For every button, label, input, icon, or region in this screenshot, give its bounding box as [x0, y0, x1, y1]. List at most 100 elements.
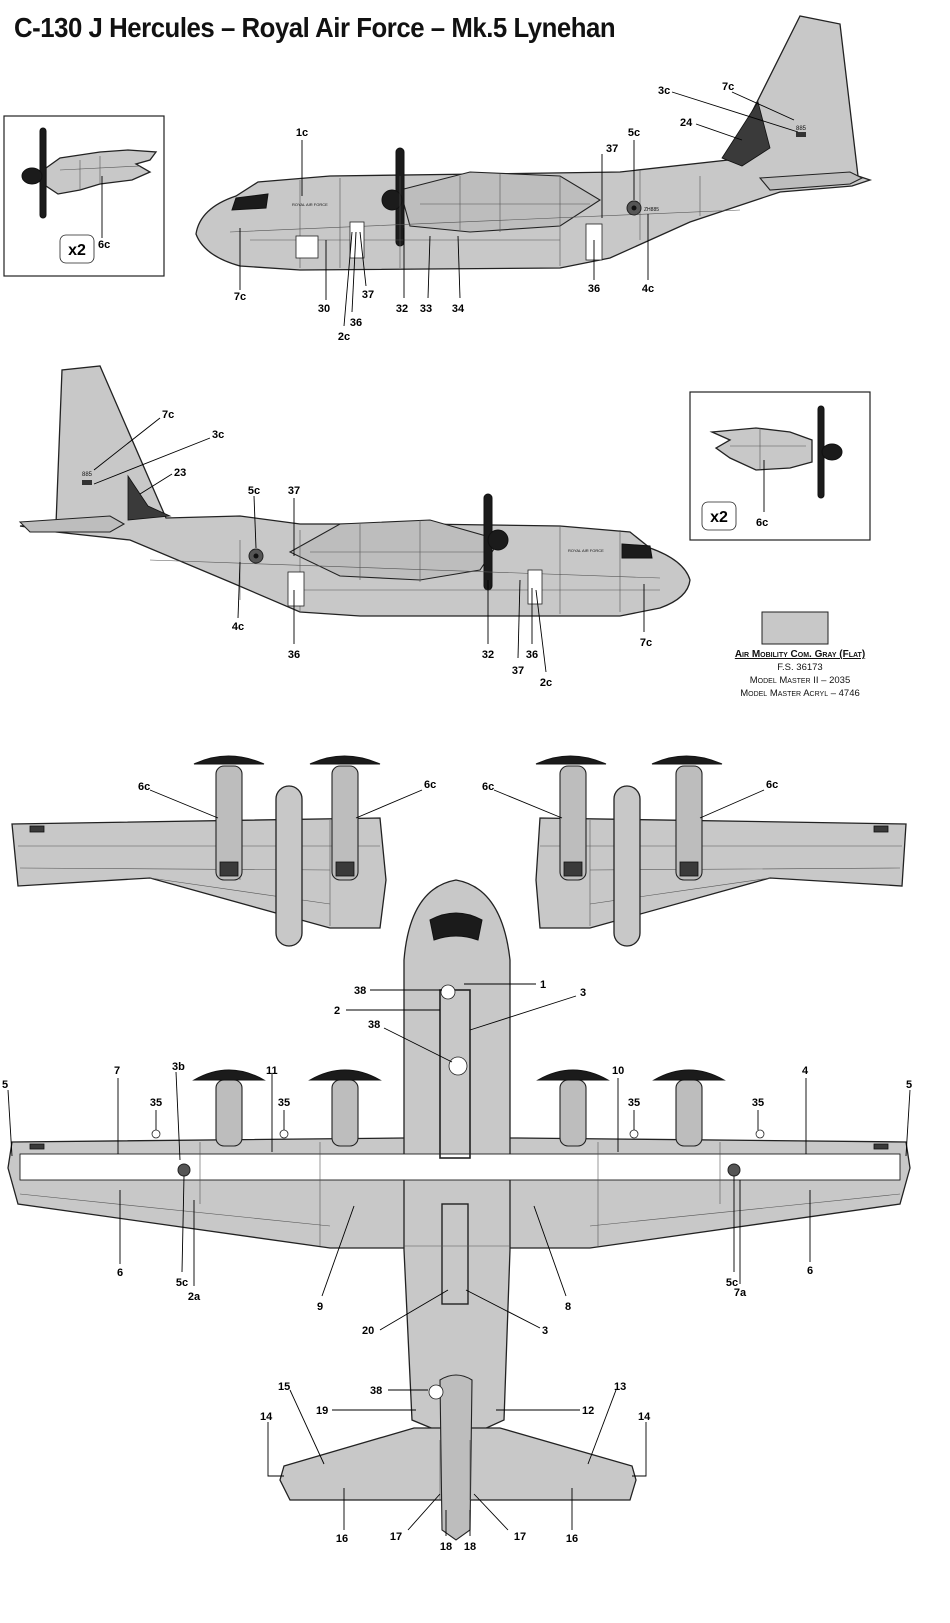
spinner: [487, 529, 509, 551]
wing-roundel: [727, 1163, 741, 1177]
callout-37: 37: [512, 665, 524, 677]
legend-fs-number: F.S. 36173: [777, 662, 823, 673]
page-title: C-130 J Hercules – Royal Air Force – Mk.…: [14, 12, 616, 43]
propeller: [536, 1069, 610, 1081]
callout-3c: 3c: [212, 429, 224, 441]
serial-marking: ZH885: [644, 207, 659, 213]
callout-4c: 4c: [642, 283, 654, 295]
inset-nacelle-left: x2 6c: [689, 391, 871, 541]
nacelle: [559, 1079, 587, 1147]
callout-5: 5: [906, 1079, 912, 1091]
spinner: [821, 443, 843, 461]
fuel-tank: [613, 785, 641, 947]
propeller: [309, 755, 381, 765]
wing-panel: [535, 817, 907, 929]
callout-16: 16: [566, 1533, 578, 1545]
callout-3: 3: [542, 1325, 548, 1337]
legend-model-master-acryl: Model Master Acryl – 4746: [740, 688, 860, 699]
callout-32: 32: [396, 303, 408, 315]
callout-14: 14: [260, 1411, 273, 1423]
callout-1: 1: [540, 979, 546, 991]
nacelle-inboard: [215, 765, 243, 881]
callout-20: 20: [362, 1325, 374, 1337]
para-door: [287, 571, 305, 607]
x2-label: x2: [710, 509, 728, 526]
fuselage-walkway-aft: [441, 1203, 469, 1305]
callout-35: 35: [278, 1097, 290, 1109]
callout-38: 38: [368, 1019, 380, 1031]
wing-underside-right: 6c 6c: [482, 755, 907, 947]
callout-6c: 6c: [138, 781, 150, 793]
fin-flag: [82, 480, 92, 485]
fin-serial: 885: [796, 126, 807, 132]
no-step-marking: [440, 984, 456, 1000]
callout-38: 38: [370, 1385, 382, 1397]
wing-roundel: [177, 1163, 191, 1177]
tailplane: [758, 171, 864, 191]
crew-door: [527, 569, 543, 605]
wing-tip-light: [873, 825, 889, 833]
tailplane: [18, 515, 126, 533]
callout-7c: 7c: [722, 81, 734, 93]
fuselage: [19, 365, 691, 617]
callout-19: 19: [316, 1405, 328, 1417]
callout-37: 37: [606, 143, 618, 155]
wing-tip-light: [29, 1143, 45, 1150]
callout-16: 16: [336, 1533, 348, 1545]
roundel-centre: [253, 553, 259, 559]
callout-4: 4: [802, 1065, 809, 1077]
callout-4c: 4c: [232, 621, 244, 633]
no-step-marking: [448, 1056, 468, 1076]
exhaust: [679, 861, 699, 877]
stencil-35: [755, 1129, 765, 1139]
exhaust: [335, 861, 355, 877]
fuselage-lettering: ROYAL AIR FORCE: [292, 202, 328, 207]
wing-underside-left: 6c 6c: [11, 755, 436, 947]
exhaust: [563, 861, 583, 877]
spinner: [381, 189, 403, 211]
stencil-35: [279, 1129, 289, 1139]
callout-6: 6: [117, 1267, 123, 1279]
side-view-left: ROYAL AIR FORCE 885 7c 3c 23 5c 37 4c 36…: [18, 365, 691, 689]
callout-11: 11: [266, 1065, 278, 1077]
nacelle: [675, 1079, 703, 1147]
callout-30: 30: [318, 303, 330, 315]
wing-tip-light: [873, 1143, 889, 1150]
cockpit-glazing: [429, 912, 483, 941]
callout-2a: 2a: [188, 1291, 201, 1303]
fin-flash: [127, 474, 172, 521]
callout-7: 7: [114, 1065, 120, 1077]
top-view: 38 1 2 3 38 3b 11 7 35 35 10 4 35 35 5 5…: [2, 879, 912, 1553]
callout-6c: 6c: [424, 779, 436, 791]
callout-1c: 1c: [296, 127, 308, 139]
callout-6c: 6c: [756, 517, 768, 529]
callout-2c: 2c: [540, 677, 552, 689]
nacelle: [331, 1079, 359, 1147]
callout-6c: 6c: [482, 781, 494, 793]
side-view-right: ZH885 ROYAL AIR FORCE 885 1c 3c 7c 24 5c…: [195, 15, 873, 343]
callout-37: 37: [288, 485, 300, 497]
stencil-35: [629, 1129, 639, 1139]
callout-35: 35: [752, 1097, 764, 1109]
callout-2c: 2c: [338, 331, 350, 343]
callout-13: 13: [614, 1381, 626, 1393]
callout-9: 9: [317, 1301, 323, 1313]
nacelle-outboard: [331, 765, 359, 881]
legend-colour-name: Air Mobility Com. Gray (Flat): [734, 649, 866, 660]
callout-8: 8: [565, 1301, 571, 1313]
spinner: [21, 167, 43, 185]
x2-label: x2: [68, 242, 86, 259]
callout-7c: 7c: [162, 409, 174, 421]
nacelle-outboard: [675, 765, 703, 881]
callout-7c: 7c: [234, 291, 246, 303]
propeller: [651, 755, 723, 765]
propeller: [652, 1069, 726, 1081]
callout-36: 36: [526, 649, 538, 661]
propeller: [193, 755, 265, 765]
callout-33: 33: [420, 303, 432, 315]
no-step-marking: [428, 1384, 444, 1400]
callout-23: 23: [174, 467, 186, 479]
roundel-centre: [631, 205, 637, 211]
propeller: [535, 755, 607, 765]
